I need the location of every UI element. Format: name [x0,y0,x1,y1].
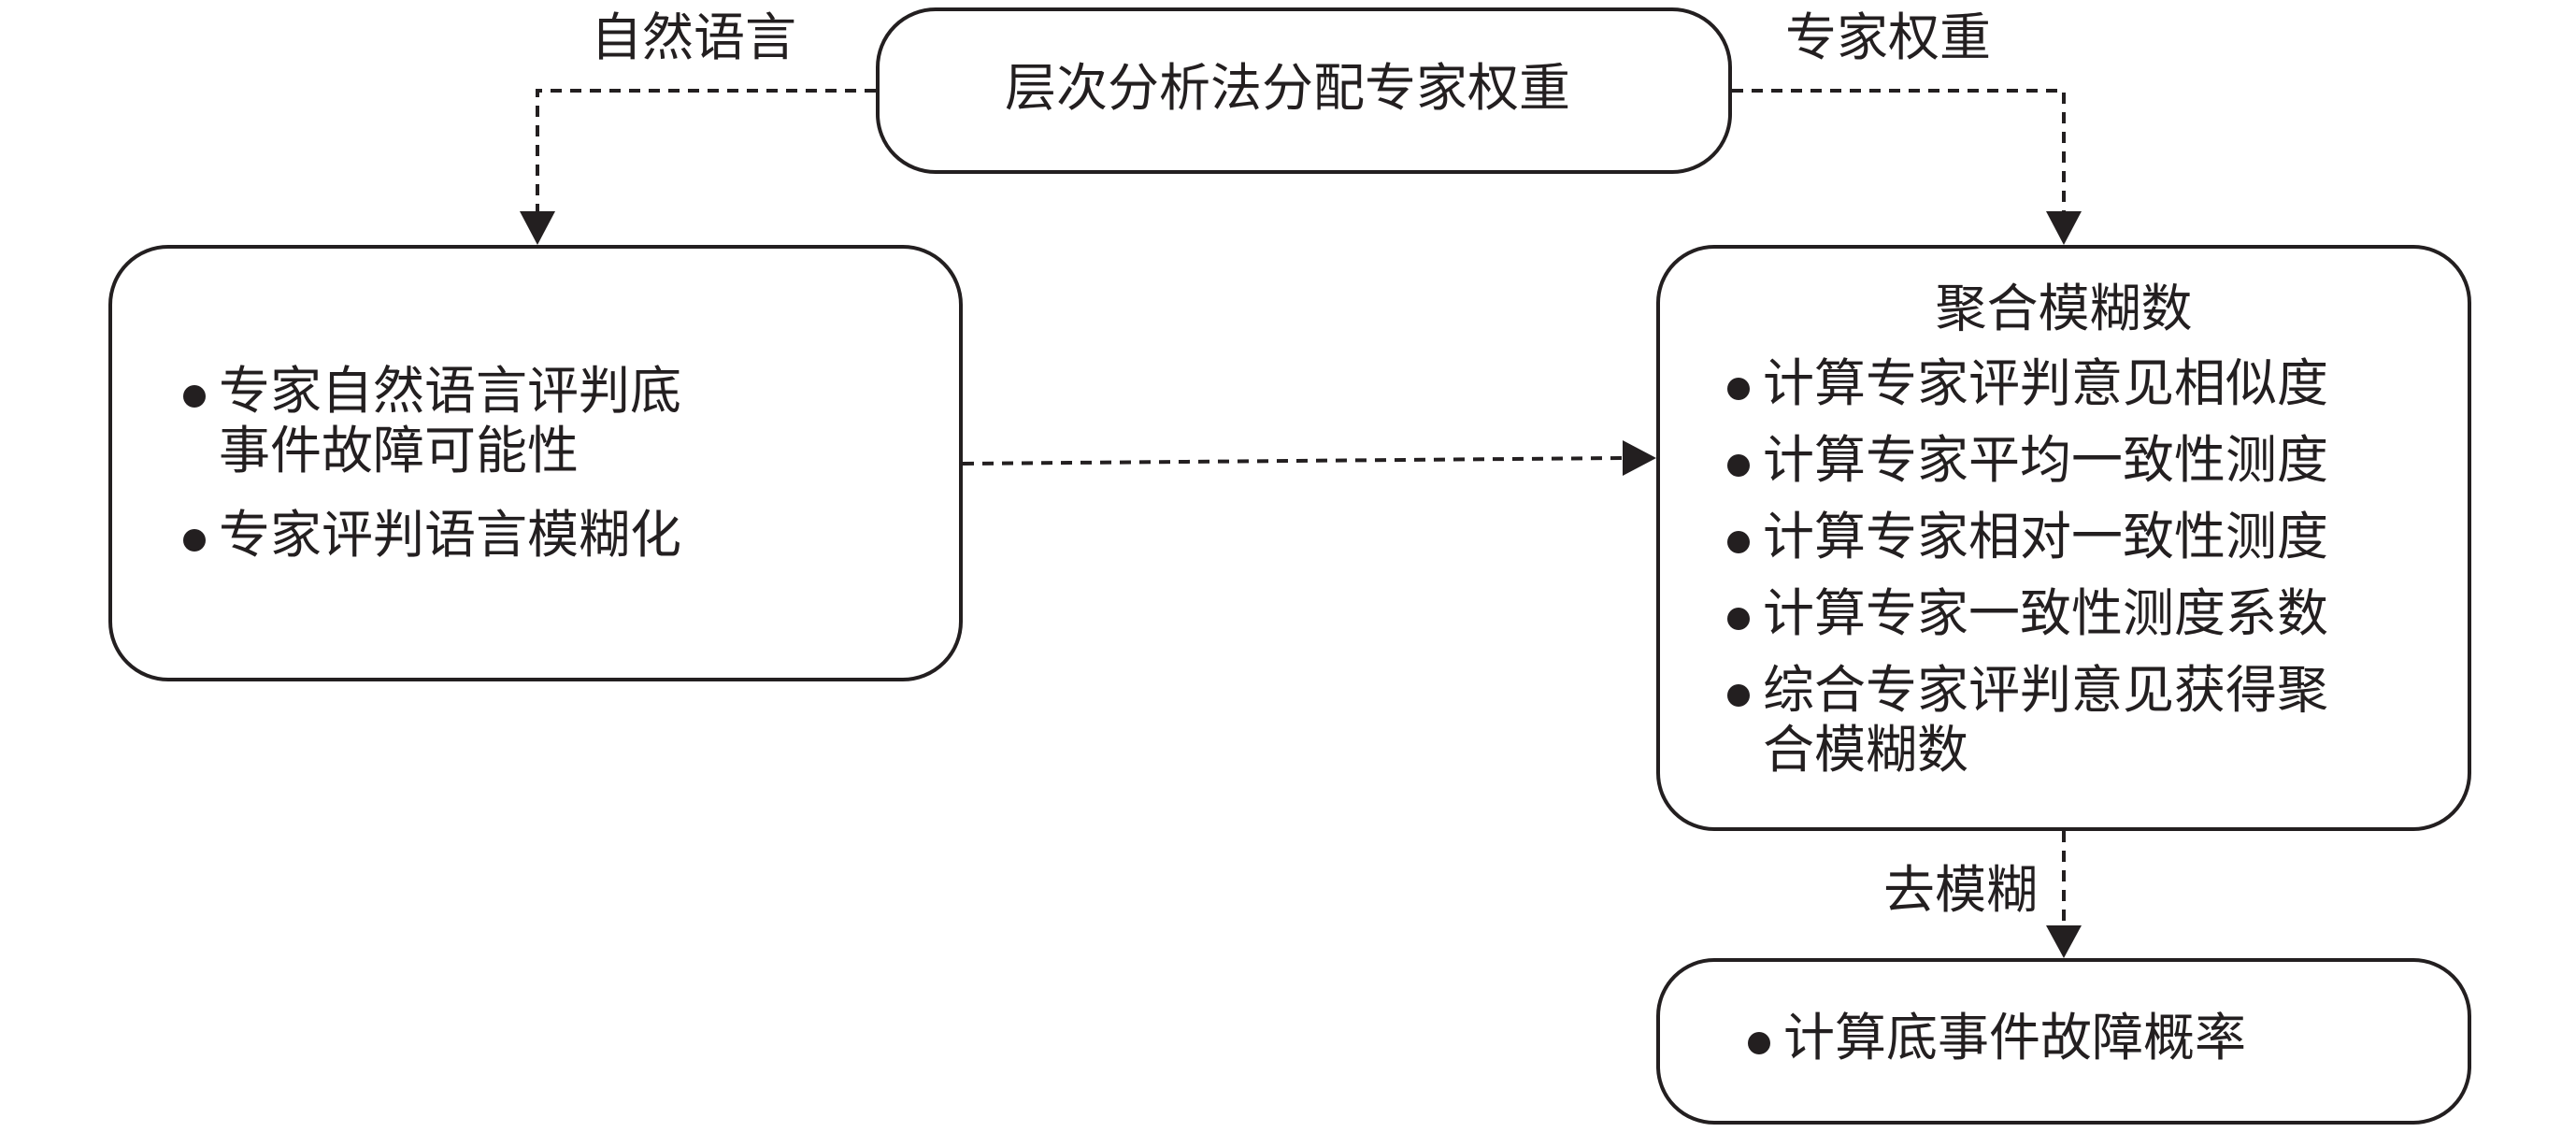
aggregate-fuzzy-number-box: 聚合模糊数 计算专家评判意见相似度 计算专家平均一致性测度 计算专家相对一致性测… [1656,245,2471,831]
list-item-text: 专家评判语言模糊化 [219,505,682,565]
list-item-text: 计算专家一致性测度系数 [1763,583,2329,643]
bullet-icon [1748,1032,1770,1054]
list-item-text: 综合专家评判意见获得聚 [1763,660,2329,720]
bullet-icon [183,385,206,408]
list-item-text: 专家自然语言评判底 [219,361,682,421]
bullet-icon [1727,684,1750,707]
ahp-expert-weight-box: 层次分析法分配专家权重 [876,7,1732,174]
list-item-text: 计算专家评判意见相似度 [1763,353,2329,413]
failure-probability-box: 计算底事件故障概率 [1656,958,2471,1125]
edge-label-expert-weight: 专家权重 [1785,7,1992,67]
edge-label-defuzzify: 去模糊 [1883,860,2039,920]
bullet-icon [1727,531,1750,553]
bullet-icon [1727,378,1750,400]
expert-judgment-box: 专家自然语言评判底 事件故障可能性 专家评判语言模糊化 [108,245,963,681]
bullet-icon [1727,608,1750,630]
arrow-right-to-bottom [2046,831,2082,958]
list-item-text: 计算专家平均一致性测度 [1763,430,2329,490]
arrow-left-to-right [962,440,1656,476]
list-item-text: 计算底事件故障概率 [1783,1008,2247,1068]
edge-label-natural-language: 自然语言 [591,7,797,67]
arrow-top-to-right [1732,89,2082,245]
bullet-icon [1727,454,1750,477]
list-item-text-continued: 合模糊数 [1763,720,1969,780]
ahp-expert-weight-text: 层次分析法分配专家权重 [1005,58,1571,118]
arrow-top-to-left [520,89,876,245]
aggregate-fuzzy-number-title: 聚合模糊数 [1935,279,2193,338]
list-item-text: 计算专家相对一致性测度 [1763,507,2329,566]
list-item-text-continued: 事件故障可能性 [219,421,580,480]
bullet-icon [183,529,206,552]
